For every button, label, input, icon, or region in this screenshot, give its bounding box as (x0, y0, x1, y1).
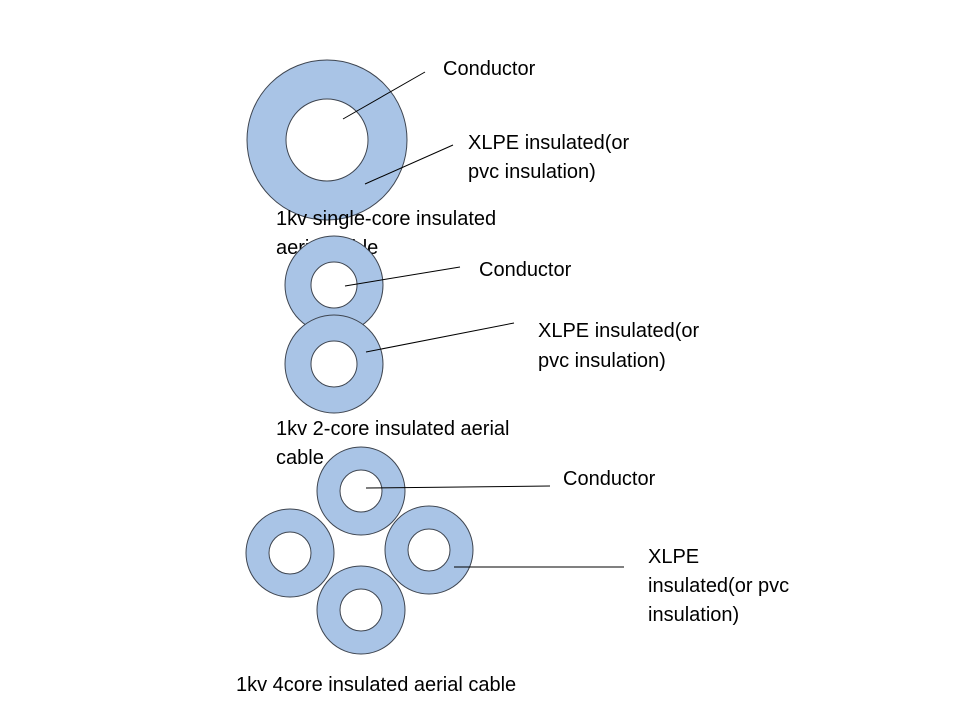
two-core-insulation-label-line1: XLPE insulated(or (538, 320, 700, 342)
four-core-conductor-top (339, 469, 383, 513)
two-core-caption-line1: 1kv 2-core insulated aerial (276, 418, 509, 440)
four-core-conductor-leader (365, 485, 551, 489)
four-core-conductor-label: Conductor (563, 468, 656, 490)
single-core-insulation-label-line1: XLPE insulated(or (468, 132, 630, 154)
two-core-conductor-label: Conductor (479, 259, 572, 281)
two-core-insulation-leader (365, 322, 515, 353)
single-core-cable: Conductor XLPE insulated(or pvc insulati… (246, 58, 630, 259)
single-core-insulation-leader (364, 144, 454, 185)
four-core-conductor-right (407, 528, 451, 572)
four-core-insulation-label-line3: insulation) (648, 604, 739, 626)
four-core-cable: Conductor XLPE insulated(or pvc insulati… (236, 446, 789, 696)
four-core-conductor-bottom (339, 588, 383, 632)
single-core-conductor-label: Conductor (443, 58, 536, 80)
single-core-conductor-leader (342, 71, 426, 120)
two-core-caption-line2: cable (276, 447, 324, 469)
four-core-insulation-label-line1: XLPE (648, 546, 699, 568)
single-core-insulation-label-line2: pvc insulation) (468, 161, 596, 183)
four-core-conductor-left (268, 531, 312, 575)
two-core-conductor-top (310, 261, 358, 309)
four-core-insulation-label-line2: insulated(or pvc (648, 575, 789, 597)
single-core-conductor (285, 98, 369, 182)
two-core-cable: Conductor XLPE insulated(or pvc insulati… (276, 235, 700, 469)
two-core-conductor-bottom (310, 340, 358, 388)
four-core-caption: 1kv 4core insulated aerial cable (236, 674, 516, 696)
single-core-caption-line1: 1kv single-core insulated (276, 208, 496, 230)
two-core-conductor-leader (344, 266, 461, 287)
two-core-insulation-label-line2: pvc insulation) (538, 350, 666, 372)
